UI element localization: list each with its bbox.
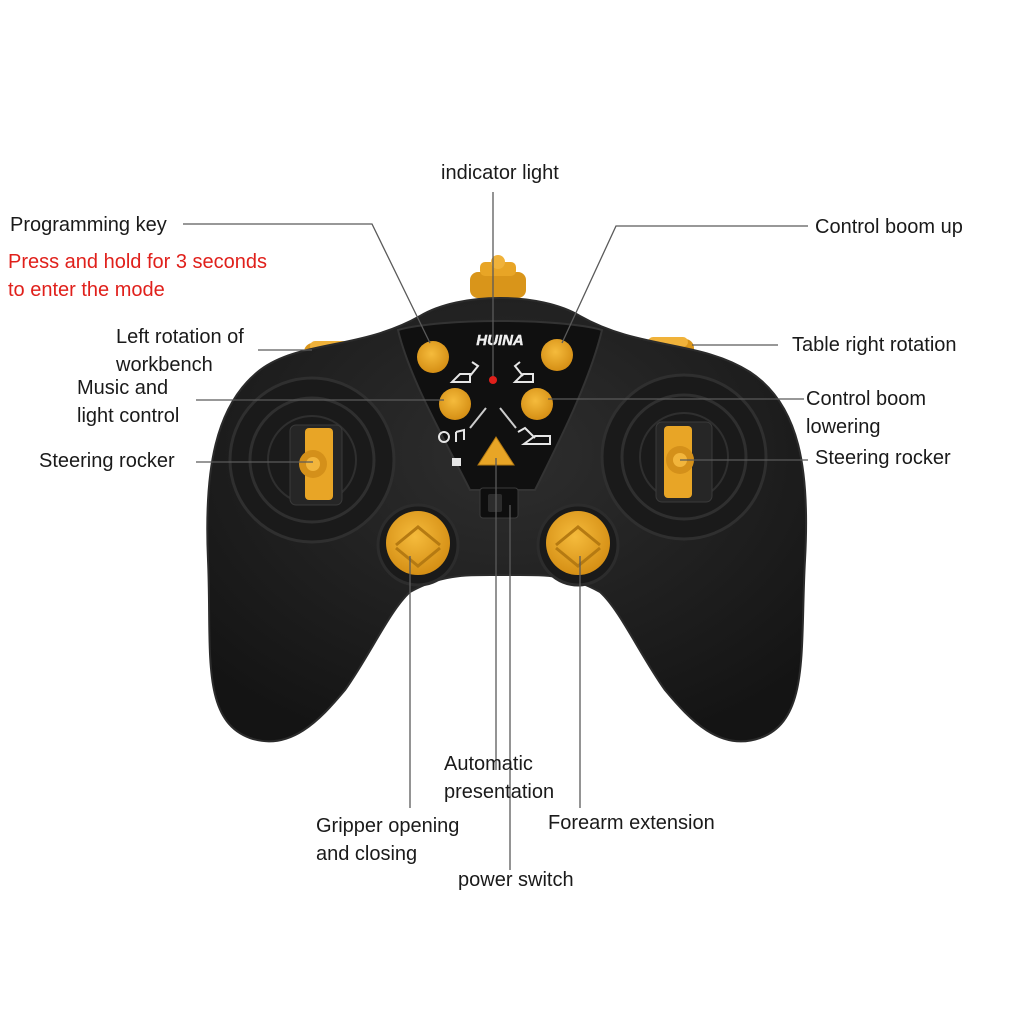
excavator-icon xyxy=(449,361,480,383)
light-icon xyxy=(438,431,450,443)
excavator-icon xyxy=(512,361,534,383)
leader-boom-up xyxy=(561,225,808,344)
indicator-led xyxy=(489,376,497,384)
boom-lowering-button[interactable] xyxy=(521,388,553,420)
label-automatic-line1: Automatic xyxy=(444,753,533,775)
label-table-right-rotation: Table right rotation xyxy=(792,334,957,356)
label-forearm-extension: Forearm extension xyxy=(548,812,715,834)
label-automatic-line2: presentation xyxy=(444,781,555,803)
brand-logo: HUINA xyxy=(476,332,524,349)
panel-divider-right xyxy=(499,407,517,429)
label-boom-lowering-line1: Control boom xyxy=(806,388,927,410)
leader-programming xyxy=(183,223,431,344)
label-music-light-line2: light control xyxy=(77,405,180,427)
label-control-boom-up: Control boom up xyxy=(815,216,963,238)
note-programming-line2: to enter the mode xyxy=(8,279,165,301)
right-steering-rocker[interactable] xyxy=(655,421,713,503)
label-steering-rocker-right: Steering rocker xyxy=(815,447,951,469)
label-left-rotation-line1: Left rotation of xyxy=(116,326,244,348)
left-steering-rocker[interactable] xyxy=(289,424,343,506)
forearm-extension-button[interactable] xyxy=(536,503,620,587)
label-left-rotation-line2: workbench xyxy=(116,354,213,376)
leader-lines xyxy=(183,192,808,870)
label-gripper-line2: and closing xyxy=(316,843,418,865)
boom-up-button[interactable] xyxy=(541,339,573,371)
label-power-switch: power switch xyxy=(458,869,574,891)
label-steering-rocker-left: Steering rocker xyxy=(39,450,175,472)
panel-divider-left xyxy=(469,407,487,429)
music-light-button[interactable] xyxy=(439,388,471,420)
note-programming-line1: Press and hold for 3 seconds xyxy=(8,251,268,273)
programming-key-button[interactable] xyxy=(417,341,449,373)
label-programming-key: Programming key xyxy=(10,214,167,236)
label-indicator-light: indicator light xyxy=(441,162,559,184)
label-music-light-line1: Music and xyxy=(77,377,169,399)
label-gripper-line1: Gripper opening xyxy=(316,815,460,837)
demo-icon xyxy=(452,458,461,466)
gripper-button[interactable] xyxy=(376,503,460,587)
power-switch[interactable] xyxy=(479,487,519,519)
music-icon xyxy=(455,428,465,442)
label-boom-lowering-line2: lowering xyxy=(806,416,881,438)
excavator-icon xyxy=(517,426,551,445)
top-knob[interactable] xyxy=(470,255,526,298)
